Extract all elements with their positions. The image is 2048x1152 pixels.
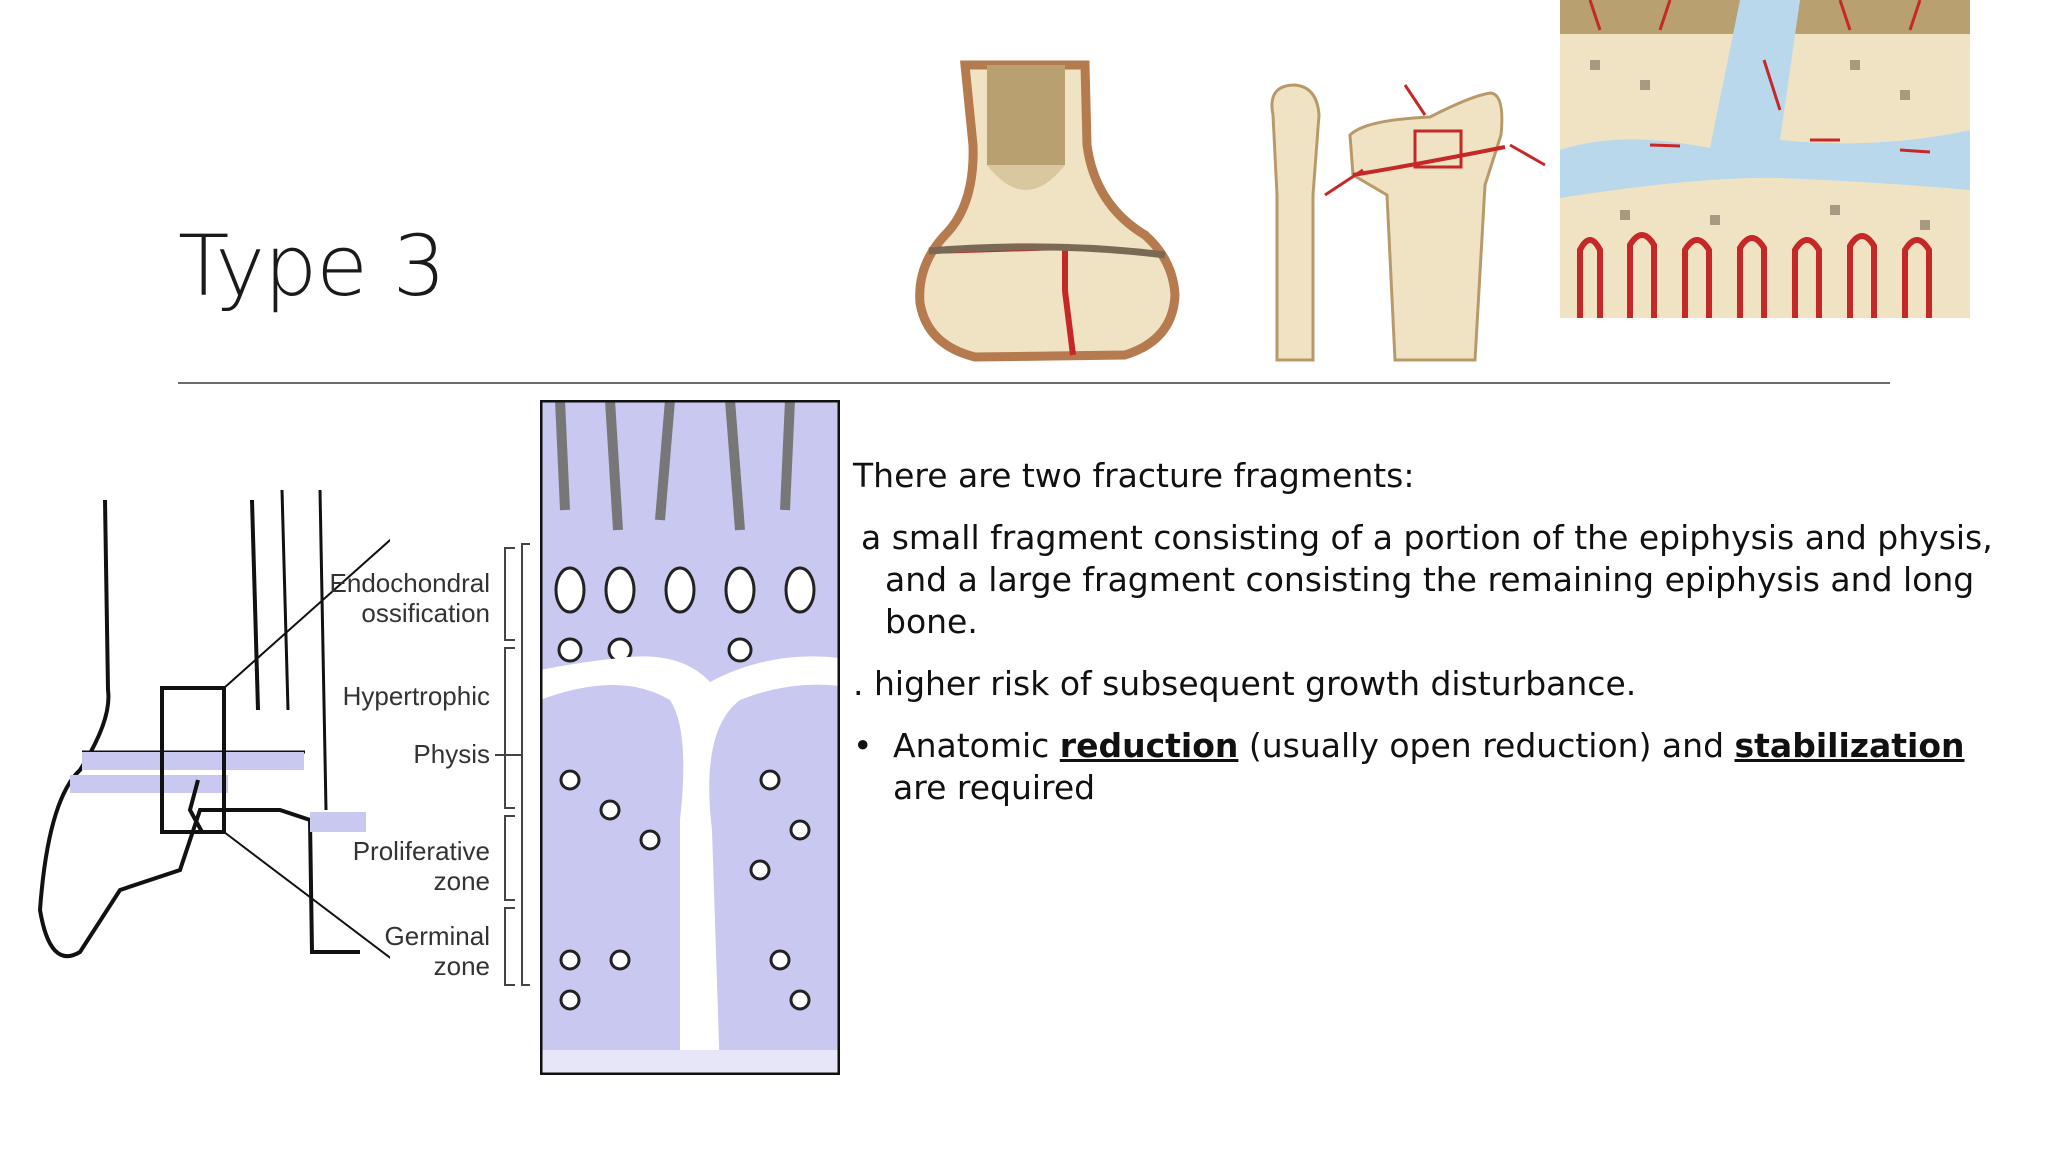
- label-endochondral-2: ossification: [361, 598, 490, 628]
- bullet-term-reduction: reduction: [1059, 726, 1239, 765]
- bullet-marker: •: [853, 726, 873, 765]
- label-germinal-1: Germinal: [385, 921, 490, 951]
- label-hypertrophic: Hypertrophic: [343, 681, 490, 711]
- label-endochondral-1: Endochondral: [330, 568, 490, 598]
- bullet-treatment: • Anatomic reduction (usually open reduc…: [853, 725, 2003, 809]
- forearm-bones-illustration: [1270, 83, 1546, 362]
- bullet-text-before: Anatomic: [893, 726, 1060, 765]
- label-germinal-2: zone: [434, 951, 490, 981]
- slide-body: There are two fracture fragments: a smal…: [853, 455, 2003, 829]
- paragraph-growth-risk: . higher risk of subsequent growth distu…: [853, 664, 1637, 703]
- paragraph-fragments-intro: There are two fracture fragments:: [853, 456, 1415, 495]
- femur-fracture-illustration: [915, 60, 1180, 362]
- bullet-term-stabilization: stabilization: [1734, 726, 1965, 765]
- title-divider: [178, 382, 1890, 384]
- paragraph-fragments-detail: a small fragment consisting of a portion…: [861, 518, 1993, 641]
- label-proliferative-1: Proliferative: [353, 836, 490, 866]
- bullet-text-middle: (usually open reduction) and: [1238, 726, 1735, 765]
- slide-title: Type 3: [178, 217, 446, 315]
- growth-plate-closeup-illustration: [1560, 0, 1970, 318]
- zone-labels: Endochondral ossification Hypertrophic P…: [330, 543, 530, 986]
- label-proliferative-2: zone: [434, 866, 490, 896]
- physis-histology-panel: [540, 400, 840, 1075]
- label-physis: Physis: [413, 739, 490, 769]
- ankle-line-drawing: [37, 490, 390, 959]
- bullet-text-after: are required: [893, 768, 1096, 807]
